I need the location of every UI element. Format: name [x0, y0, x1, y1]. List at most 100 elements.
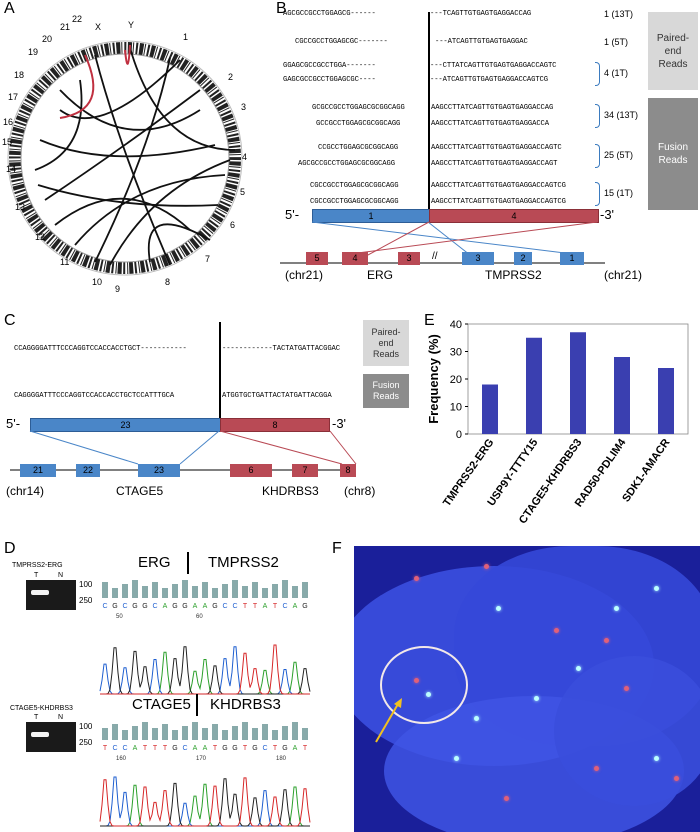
bar-2 [570, 332, 586, 434]
svg-text:19: 19 [28, 47, 38, 57]
quality-bar-10 [202, 728, 208, 740]
svg-text:7: 7 [205, 254, 210, 264]
quality-bar-18 [282, 580, 288, 598]
quality-bar-19 [292, 722, 298, 740]
panel-e-label: E [424, 312, 435, 329]
bar-3 [614, 357, 630, 434]
quality-bar-5 [152, 582, 158, 598]
trace-T [100, 644, 310, 695]
quality-bar-15 [252, 728, 258, 740]
five-prime-c: 5'- [6, 416, 21, 431]
fusion-read-3-right: AAGCCTTATCAGTTGTGAGTGAGGACCAGTC [431, 144, 562, 152]
ctage5-gene-label: CTAGE5 [116, 484, 164, 498]
quality-bar-9 [192, 586, 198, 598]
chr21-right-label: (chr21) [604, 268, 643, 282]
gel-1-size-100: 100 [79, 580, 93, 589]
svg-text:Y: Y [128, 20, 134, 30]
paired-read-4-right: ---ATCAGTTGTGAGTGAGGACCAGTCG [430, 76, 548, 84]
base-call-10: A [203, 603, 208, 610]
fusion-count-2: 25 (5T) [604, 150, 634, 160]
base-call-8: G [182, 603, 187, 610]
trace-T [99, 777, 311, 827]
seq-1-right-label: TMPRSS2 [208, 554, 279, 571]
svg-text:9: 9 [115, 284, 120, 294]
bar-4 [658, 368, 674, 434]
three-prime-c: -3' [332, 416, 347, 431]
base-call-17: T [273, 603, 278, 610]
paired-read-3-left: GGAGCGCCGCCTGGA------- [283, 62, 376, 70]
position-tick-1: 60 [196, 614, 203, 620]
c-fusion-read-right: ATGGTGCTGATTACTATGATTACGGA [222, 392, 332, 400]
khdrbs3-exon-7: 7 [292, 464, 318, 477]
fish-signal-dot [654, 756, 659, 761]
quality-bar-4 [142, 722, 148, 740]
gel-2-image [26, 722, 76, 752]
tmprss2-gene-label: TMPRSS2 [485, 268, 542, 282]
c-fusion-read-left: CAGGGGATTTCCCAGGTCCACCACCTGCTCCATTTGCA [14, 392, 175, 400]
base-call-1: C [112, 745, 117, 752]
base-call-6: A [163, 603, 168, 610]
svg-text:21: 21 [60, 22, 70, 32]
base-call-9: A [193, 603, 198, 610]
fish-image [354, 546, 700, 832]
trace-G [100, 778, 310, 827]
quality-bar-18 [282, 726, 288, 740]
fusion-reads-box: Fusion Reads [648, 98, 698, 210]
khdrbs3-gene-label: KHDRBS3 [262, 484, 319, 498]
fusion-read-3-left: CCGCCTGGAGCGCGGCAGG [318, 144, 399, 152]
tmprss2-exon-3: 3 [462, 252, 494, 265]
fish-signal-dot [504, 796, 509, 801]
fish-signal-dot [474, 716, 479, 721]
fusion-bracket-1 [595, 104, 600, 128]
trace-A [100, 783, 310, 827]
gel-2-title: CTAGE5-KHDRBS3 [10, 705, 73, 712]
base-call-0: C [102, 603, 107, 610]
fusion-read-2-right: AAGCCTTATCAGTTGTGAGTGAGGACCA [431, 120, 549, 128]
fish-signal-dot [604, 638, 609, 643]
svg-text:18: 18 [14, 70, 24, 80]
base-call-16: C [262, 745, 267, 752]
base-call-4: G [142, 603, 147, 610]
panel-f-label: F [332, 540, 342, 557]
chr14-label: (chr14) [6, 484, 45, 498]
fusion-count-1: 34 (13T) [604, 110, 639, 120]
fusion-read-6-right: AAGCCTTATCAGTTGTGAGTGAGGACCAGTCG [431, 198, 566, 206]
fusion-breakpoint-line [428, 12, 430, 222]
quality-bar-0 [102, 582, 108, 598]
base-call-13: G [232, 745, 237, 752]
quality-bar-17 [272, 730, 278, 740]
quality-bar-7 [172, 584, 178, 598]
base-call-15: G [252, 745, 257, 752]
base-call-8: C [182, 745, 187, 752]
c-exon-8-bar: 8 [220, 418, 330, 432]
quality-bar-16 [262, 588, 268, 598]
b-connector-lines [280, 221, 605, 264]
base-call-2: C [122, 745, 127, 752]
paired-read-4-count: 4 (1T) [604, 68, 629, 78]
trace-G [100, 646, 311, 695]
quality-bar-9 [192, 722, 198, 740]
panel-b-label: B [276, 0, 287, 17]
base-call-17: T [273, 745, 278, 752]
paired-read-1-right: ---TCAGTTGTGAGTGAGGACCAG [430, 10, 532, 18]
svg-text:17: 17 [8, 92, 18, 102]
khdrbs3-exon-8: 8 [340, 464, 356, 477]
base-call-14: T [243, 745, 248, 752]
svg-text:4: 4 [242, 152, 247, 162]
quality-bar-1 [112, 588, 118, 598]
quality-bar-17 [272, 584, 278, 598]
fusion-read-4-left: AGCGCCGCCTGGAGCGCGGCAGG [298, 160, 395, 168]
ctage5-exon-21: 21 [20, 464, 56, 477]
c-exon-23-bar: 23 [30, 418, 221, 432]
five-prime-b: 5'- [285, 207, 300, 222]
quality-bar-6 [162, 724, 168, 740]
quality-bar-2 [122, 730, 128, 740]
base-call-19: A [293, 745, 298, 752]
quality-bar-4 [142, 586, 148, 598]
quality-bar-16 [262, 724, 268, 740]
paired-bracket [595, 62, 600, 86]
base-call-20: G [302, 603, 307, 610]
base-call-18: G [282, 745, 287, 752]
